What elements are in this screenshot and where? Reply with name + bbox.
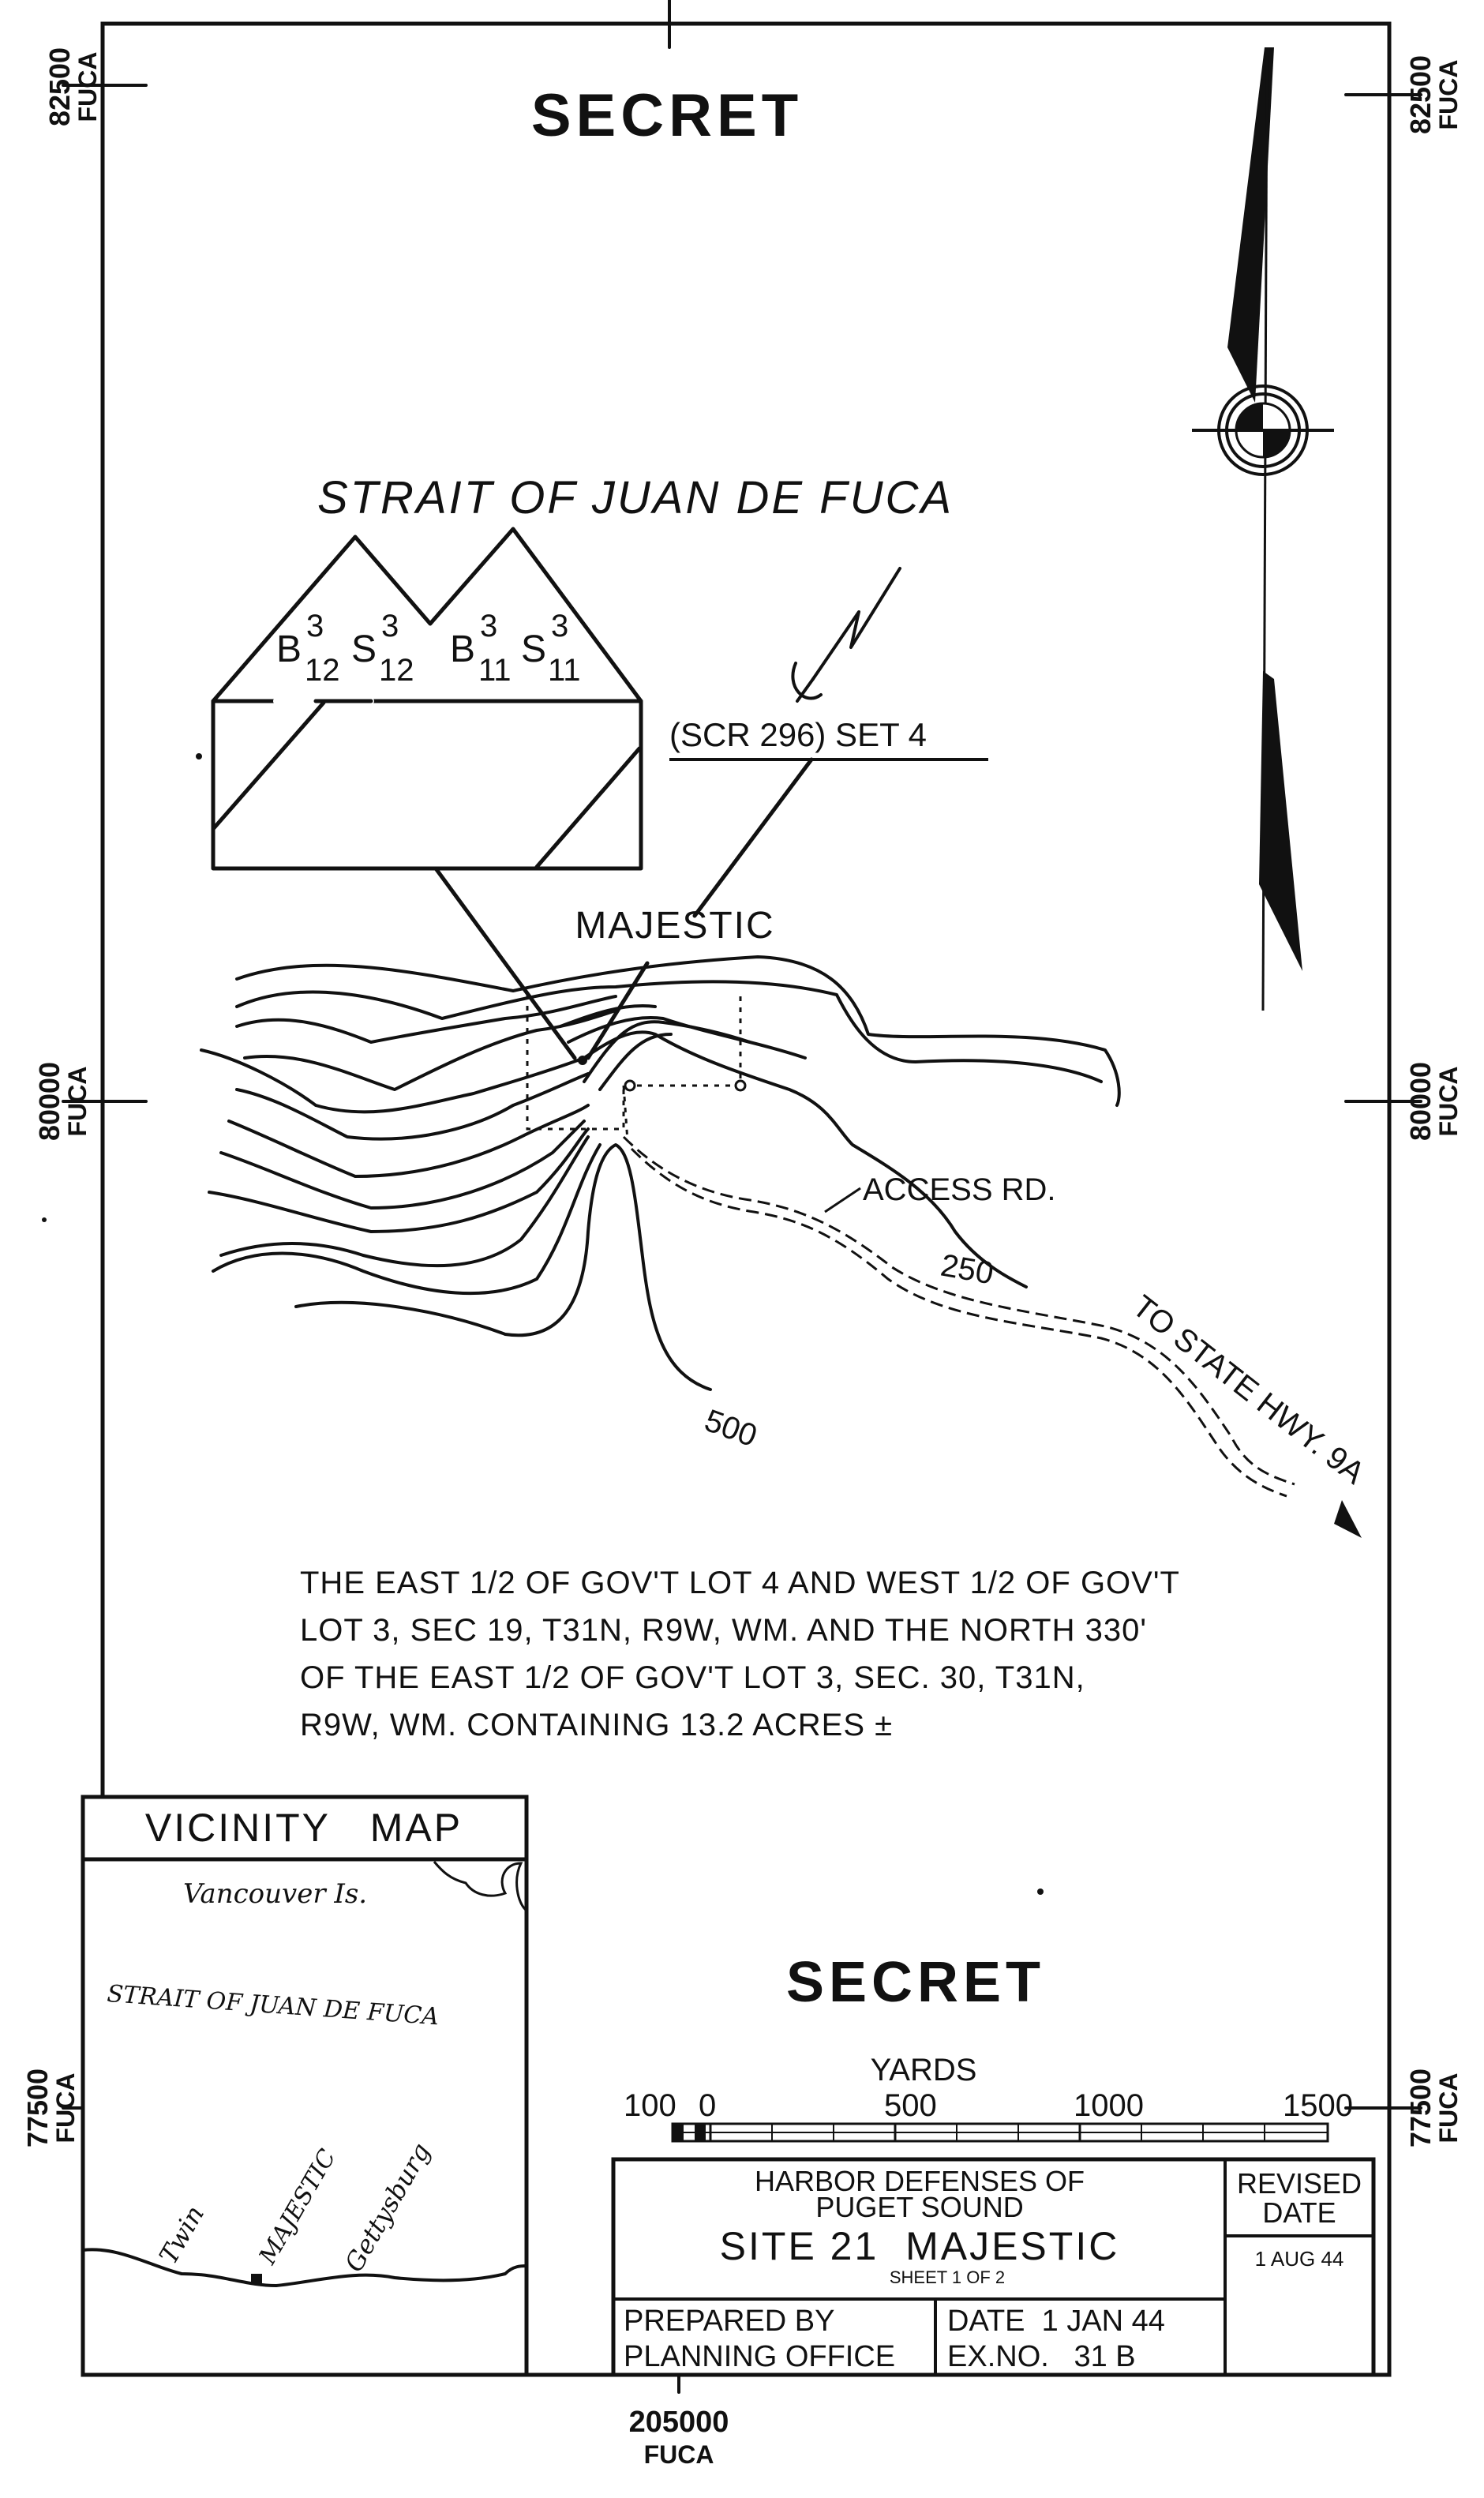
battery-sup-4: 3 xyxy=(551,609,568,643)
scan-speck xyxy=(1037,1889,1044,1895)
planning-office: PLANNING OFFICE xyxy=(624,2340,895,2373)
battery-diagram xyxy=(211,527,643,871)
vicinity-title: VICINITY MAP xyxy=(145,1806,463,1850)
scale-tick-500: 500 xyxy=(884,2088,937,2123)
majestic-vicinity-marker xyxy=(251,2274,262,2283)
grid-label-right-mid: 80000 FUCA xyxy=(1404,1062,1463,1141)
contour-label-500: 500 xyxy=(700,1403,762,1453)
grid-north-77500-right: 77500 xyxy=(1404,2069,1437,2147)
access-road xyxy=(622,1135,1295,1498)
title-sheet: SHEET 1 OF 2 xyxy=(890,2267,1005,2287)
grid-label-right-bottom: 77500 FUCA xyxy=(1404,2069,1463,2147)
battery-sub-3: 11 xyxy=(478,653,512,688)
classification-top: SECRET xyxy=(531,82,803,149)
scale-tick-1500: 1500 xyxy=(1283,2088,1353,2123)
battery-sub-4: 11 xyxy=(548,653,581,688)
water-label: STRAIT OF JUAN DE FUCA xyxy=(317,472,954,523)
battery-sup-1: 3 xyxy=(306,609,324,643)
property-corner-east xyxy=(734,1079,747,1092)
legal-line-3: OF THE EAST 1/2 OF GOV'T LOT 3, SEC. 30,… xyxy=(300,1660,1085,1695)
battery-b-12: B xyxy=(276,628,302,670)
title-block: HARBOR DEFENSES OF PUGET SOUND SITE 21 M… xyxy=(611,2157,1376,2377)
radar-antenna-icon xyxy=(791,567,901,703)
peninsula-coast xyxy=(82,2248,527,2288)
title-org-line2: PUGET SOUND xyxy=(815,2191,1023,2223)
grid-datum-left-mid: FUCA xyxy=(63,1067,92,1137)
grid-north-82500-right: 82500 xyxy=(1404,55,1437,134)
grid-north-77500-left: 77500 xyxy=(21,2069,54,2147)
site-label: MAJESTIC xyxy=(575,905,774,947)
grid-datum-left-top: FUCA xyxy=(73,52,102,122)
scale-tick-0: 0 xyxy=(699,2088,716,2123)
contour-label-250: 250 xyxy=(938,1248,995,1292)
battery-sub-2: 12 xyxy=(379,653,414,688)
vicinity-vancouver-label: Vancouver Is. xyxy=(183,1878,367,1910)
grid-north-82500-left: 82500 xyxy=(43,47,76,126)
grid-label-right-top: 82500 FUCA xyxy=(1404,55,1463,134)
classification-bottom: SECRET xyxy=(786,1951,1045,2014)
grid-east-205000: 205000 xyxy=(629,2406,729,2439)
battery-s-11: S xyxy=(521,628,546,670)
battery-b-11: B xyxy=(450,628,475,670)
battery-sub-1: 12 xyxy=(305,653,340,688)
property-boundary xyxy=(526,995,742,1142)
grid-datum-right-bottom: FUCA xyxy=(1434,2073,1463,2144)
battery-labels: B 3 12 S 3 12 B 3 11 S 3 11 xyxy=(276,609,581,688)
grid-label-left-bottom: 77500 FUCA xyxy=(21,2069,80,2147)
legal-line-2: LOT 3, SEC 19, T31N, R9W, WM. AND THE NO… xyxy=(300,1613,1147,1648)
scale-tick-1000: 1000 xyxy=(1074,2088,1144,2123)
battery-sup-3: 3 xyxy=(480,609,497,643)
battery-s-12: S xyxy=(351,628,377,670)
north-arrow-icon xyxy=(1192,47,1334,1011)
grid-datum-right-mid: FUCA xyxy=(1434,1067,1463,1137)
scale-tick-100: 100 xyxy=(624,2088,676,2123)
prepared-by: PREPARED BY xyxy=(624,2305,834,2338)
grid-label-left-mid: 80000 FUCA xyxy=(33,1062,92,1141)
revised-date: 1 AUG 44 xyxy=(1255,2247,1344,2271)
site-marker xyxy=(578,1056,587,1065)
leader-lines xyxy=(433,757,814,1060)
grid-label-left-top: 82500 FUCA xyxy=(43,47,102,126)
legal-description: THE EAST 1/2 OF GOV'T LOT 4 AND WEST 1/2… xyxy=(300,1566,1180,1742)
title-date: DATE 1 JAN 44 xyxy=(947,2305,1165,2338)
grid-north-80000-left: 80000 xyxy=(33,1062,66,1141)
access-road-label: ACCESS RD. xyxy=(863,1172,1056,1207)
grid-north-80000-right: 80000 xyxy=(1404,1062,1437,1141)
grid-datum-bottom: FUCA xyxy=(644,2440,714,2469)
vicinity-map: VICINITY MAP Vancouver Is. STRAIT OF JUA… xyxy=(81,1795,529,2377)
vancouver-coast xyxy=(433,1861,528,1912)
revised-line2: DATE xyxy=(1262,2196,1336,2229)
scan-speck xyxy=(196,753,202,760)
property-corner xyxy=(624,1079,636,1092)
title-ex-no: EX.NO. 31 B xyxy=(947,2340,1136,2373)
scale-bar: YARDS 100 0 500 1000 1500 xyxy=(624,2053,1353,2143)
access-road-leader xyxy=(824,1187,861,1213)
battery-sup-2: 3 xyxy=(381,609,399,643)
title-site: SITE 21 MAJESTIC xyxy=(720,2224,1120,2268)
scan-speck xyxy=(42,1217,47,1222)
radar-label: (SCR 296) SET 4 xyxy=(669,716,927,753)
scale-units: YARDS xyxy=(871,2053,977,2087)
contour-lines xyxy=(200,955,1121,1391)
highway-arrow-icon xyxy=(1334,1500,1362,1538)
revised-line1: REVISED xyxy=(1237,2167,1362,2200)
grid-datum-left-bottom: FUCA xyxy=(51,2073,80,2144)
grid-datum-right-top: FUCA xyxy=(1434,60,1463,130)
title-org-line1: HARBOR DEFENSES OF xyxy=(755,2165,1085,2197)
legal-line-1: THE EAST 1/2 OF GOV'T LOT 4 AND WEST 1/2… xyxy=(300,1566,1180,1600)
legal-line-4: R9W, WM. CONTAINING 13.2 ACRES ± xyxy=(300,1708,893,1742)
